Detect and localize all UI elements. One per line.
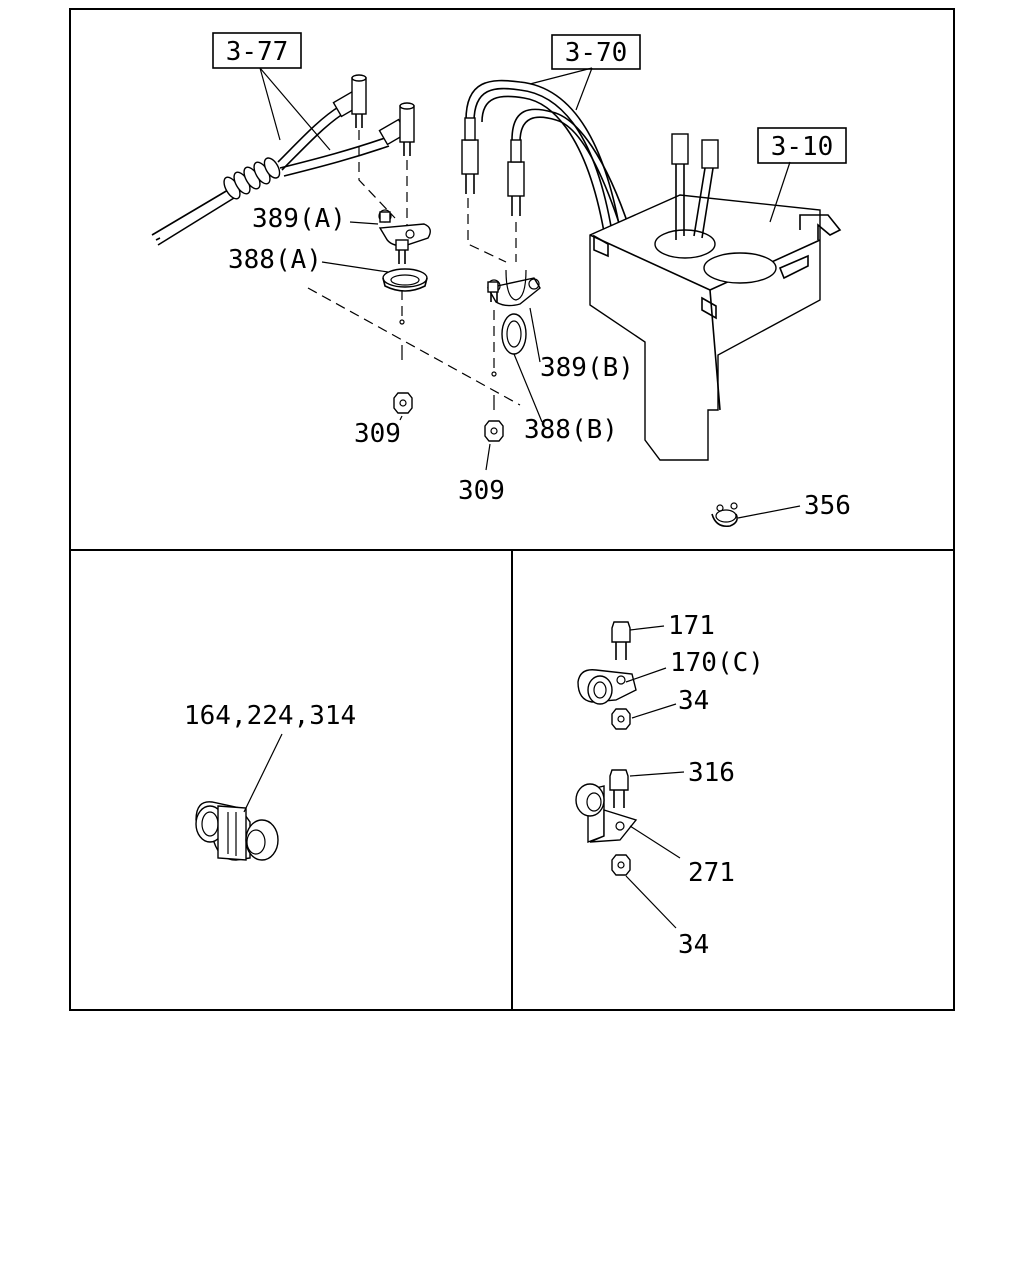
callout-389b: 389(B): [540, 353, 634, 383]
harness-assembly-left: [151, 74, 415, 246]
bolt-171: [611, 621, 631, 660]
callout-356: 356: [804, 491, 851, 521]
callout-171: 171: [668, 611, 715, 641]
nut-34-top: [611, 708, 631, 730]
reference-label-3-77: 3-77: [226, 37, 289, 67]
bracket-389b: [486, 269, 541, 307]
reference-label-3-70: 3-70: [565, 38, 628, 68]
leader-lines: [243, 67, 801, 929]
nut-34-bottom: [611, 854, 631, 876]
alignment-line: [307, 287, 521, 406]
bracket-271: [575, 783, 638, 844]
callout-164-224-314: 164,224,314: [184, 701, 356, 731]
double-clip-part: [195, 801, 279, 861]
bracket-389a: [378, 209, 431, 264]
clamp-170c: [577, 669, 637, 705]
callout-309-right: 309: [458, 476, 505, 506]
diagram-frames: [69, 8, 955, 1011]
nut-309-right: [484, 420, 504, 442]
box-assembly: [589, 133, 842, 461]
harness-assembly-middle: [461, 79, 631, 263]
callout-389a: 389(A): [252, 204, 346, 234]
callout-316: 316: [688, 758, 735, 788]
callout-170c: 170(C): [670, 648, 764, 678]
nut-309-left: [393, 392, 413, 414]
reference-box-3-10[interactable]: 3-10: [757, 127, 847, 164]
grommet-388b: [491, 310, 527, 410]
reference-box-3-77[interactable]: 3-77: [212, 32, 302, 69]
callout-34-top: 34: [678, 686, 709, 716]
callout-309-left: 309: [354, 419, 401, 449]
reference-box-3-70[interactable]: 3-70: [551, 34, 641, 70]
clip-356: [711, 502, 738, 528]
callout-34-bottom: 34: [678, 930, 709, 960]
callout-388a: 388(A): [228, 245, 322, 275]
bolt-316: [609, 769, 629, 808]
reference-label-3-10: 3-10: [771, 132, 834, 162]
callout-388b: 388(B): [524, 415, 618, 445]
grommet-388a: [382, 268, 428, 360]
callout-271: 271: [688, 858, 735, 888]
callout-labels: 389(A) 388(A) 309 309 389(B) 388(B) 356 …: [184, 204, 851, 960]
